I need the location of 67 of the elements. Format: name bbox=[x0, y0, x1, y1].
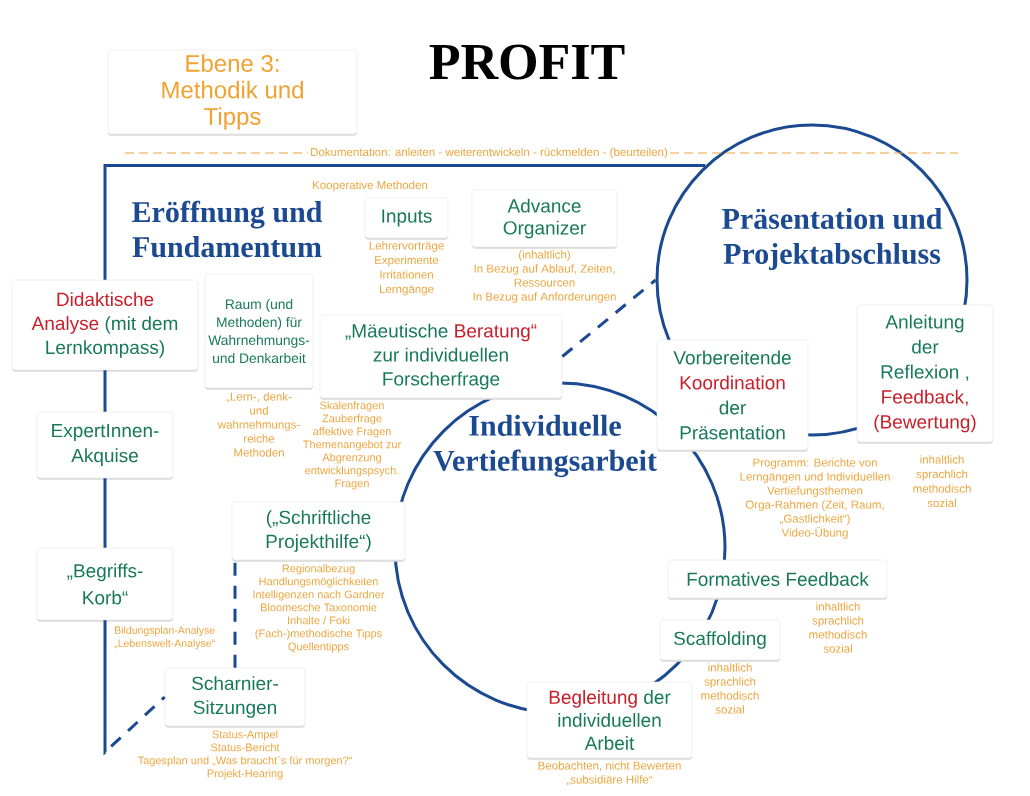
annotation-text: methodisch bbox=[701, 691, 759, 700]
connector-line bbox=[103, 164, 706, 280]
annotation-text: Inhalte / Foki bbox=[288, 616, 350, 625]
annotation-text: Experimente bbox=[375, 255, 439, 267]
annotation-text: sprachlich bbox=[916, 469, 968, 481]
annotation-text: methodisch bbox=[809, 630, 867, 639]
annotation-text: sozial bbox=[927, 498, 956, 508]
annotation-text: Regionalbezug bbox=[282, 564, 355, 575]
heading-box: Ebene 3: Methodik und Tipps bbox=[107, 49, 358, 136]
annotation-text: Zauberfrage bbox=[322, 414, 382, 425]
annotation-text: Video-Übung bbox=[781, 526, 848, 539]
connector-line bbox=[103, 478, 107, 548]
process-box: Inputs bbox=[364, 197, 449, 240]
process-box: Didaktische Analyse (mit dem Lernkompass) bbox=[11, 279, 199, 372]
annotation-text: Kooperative Methoden bbox=[313, 180, 428, 192]
annotation-text: sozial bbox=[823, 644, 852, 653]
annotation-text: Handlungsmöglichkeiten bbox=[259, 577, 378, 588]
annotation-text: Dokumentation: anleiten - weiterentwickeln - rückmelden - (beurteilen) bbox=[311, 147, 668, 159]
annotation-text: Bloomesche Taxonomie bbox=[261, 603, 377, 612]
annotation-text: „subsidiäre Hilfe“ bbox=[566, 775, 653, 785]
annotation-text: Intelligenzen nach Gardner bbox=[253, 590, 385, 601]
connector-line bbox=[103, 620, 166, 756]
process-box: „Begriffs-Korb“ bbox=[36, 547, 174, 622]
annotation-text: Quellentipps bbox=[288, 642, 349, 653]
annotation-text: sprachlich bbox=[704, 677, 756, 688]
connector-line bbox=[561, 278, 657, 358]
annotation-text: methodisch bbox=[913, 484, 971, 493]
process-box: Vorbereitende Koordination der Präsentation bbox=[656, 339, 809, 452]
process-box: Formatives Feedback bbox=[667, 559, 888, 600]
connector-line bbox=[103, 370, 107, 412]
annotation-text: Beobachten, nicht Bewerten bbox=[538, 761, 681, 771]
annotation-text: Lerngänge bbox=[379, 285, 434, 296]
annotation-text: Themenangebot zur Abgrenzung entwicklungspsych. Fragen bbox=[303, 440, 402, 490]
process-box: („Schriftliche Projekthilfe“) bbox=[231, 501, 406, 562]
connector-line bbox=[233, 560, 237, 668]
annotation-text: Irritationen bbox=[380, 270, 433, 279]
annotation-text: „Lebenswelt-Analyse“ bbox=[114, 639, 215, 649]
process-box: „Mäeutische Beratung“ zur individuellen Forscherfrage bbox=[319, 314, 563, 400]
title: PROFIT bbox=[429, 44, 625, 80]
annotation-text: affektive Fragen bbox=[313, 427, 391, 438]
annotation-text: inhaltlich bbox=[708, 663, 752, 672]
annotation-text: sozial bbox=[715, 705, 744, 714]
section-heading: Eröffnung und Fundamentum bbox=[132, 200, 323, 258]
process-box: Scaffolding bbox=[659, 619, 781, 662]
annotation-text: (inhaltlich) bbox=[519, 250, 570, 261]
annotation-text: Projekt-Hearing bbox=[207, 769, 283, 780]
annotation-text: Skalenfragen bbox=[320, 401, 384, 412]
annotation-text: Programm: Berichte von Lerngängen und Individuellen Vertiefungsthemen bbox=[740, 458, 890, 497]
annotation-text: sprachlich bbox=[812, 616, 864, 627]
annotation-text: In Bezug auf Anforderungen bbox=[473, 292, 616, 303]
annotation-text: Orga-Rahmen (Zeit, Raum, „Gastlichkeit“) bbox=[745, 500, 884, 525]
process-box: Anleitung der Reflexion , Feedback, (Bewertung) bbox=[856, 304, 994, 444]
annotation-text: In Bezug auf Ablauf, Zeiten, Ressourcen bbox=[474, 264, 615, 287]
annotation-text: Bildungsplan-Analyse bbox=[115, 626, 215, 636]
annotation-text: Status-Ampel bbox=[212, 730, 278, 741]
annotation-text: Status-Bericht bbox=[210, 743, 280, 752]
annotation-text: (Fach-)methodische Tipps bbox=[255, 629, 382, 640]
annotation-text: inhaltlich bbox=[920, 455, 964, 464]
process-box: ExpertInnen-Akquise bbox=[36, 411, 174, 480]
annotation-text: Lehrervorträge bbox=[369, 241, 444, 252]
annotation-text: inhaltlich bbox=[816, 602, 860, 611]
annotation-text: Tagesplan und „Was braucht´s für morgen?“ bbox=[137, 756, 352, 767]
process-box: Advance Organizer bbox=[471, 189, 618, 249]
process-box: Raum (und Methoden) für Wahrnehmungs- und Denkarbeit bbox=[204, 273, 314, 390]
annotation-text: „Lern-, denk- und wahrnehmungs-reiche Methoden bbox=[217, 392, 300, 457]
process-box: Scharnier-Sitzungen bbox=[164, 667, 306, 728]
process-box: Begleitung der individuellen Arbeit bbox=[526, 681, 693, 760]
